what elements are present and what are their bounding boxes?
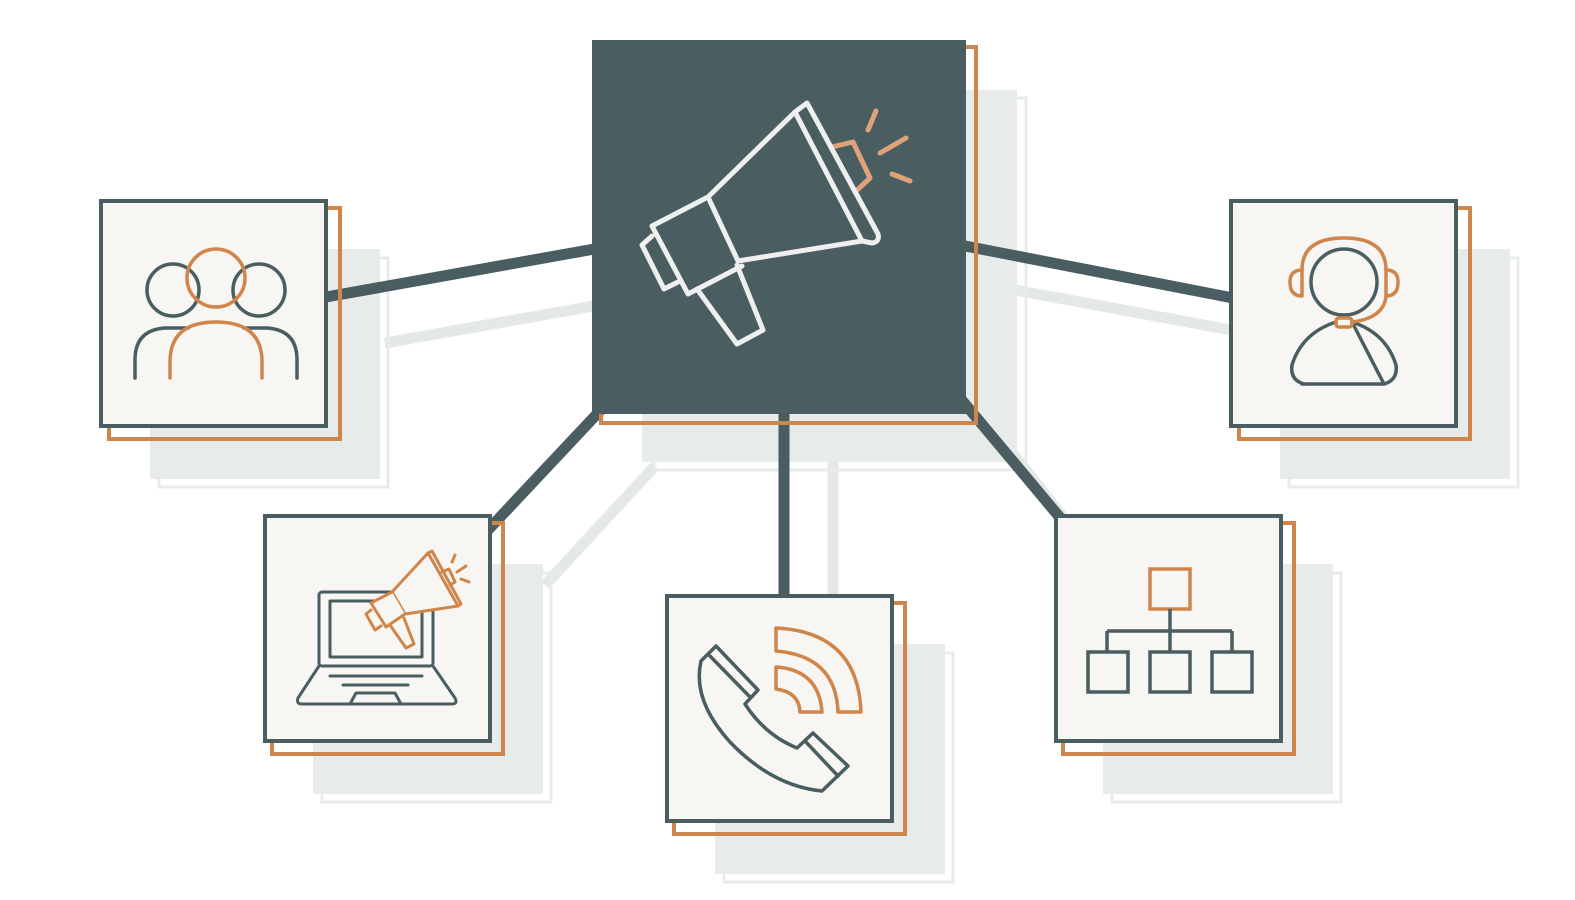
connector-hub-support	[958, 239, 1235, 304]
megaphone-icon	[639, 100, 913, 347]
connectors	[325, 239, 1235, 598]
laptop-megaphone-icon	[296, 549, 471, 706]
node-phone	[665, 594, 907, 836]
connector-hub-organization	[950, 388, 1067, 524]
phone-call-icon	[697, 626, 863, 793]
people-group-icon	[133, 247, 299, 380]
connector-hub-online	[483, 394, 617, 534]
node-organization	[1054, 514, 1296, 756]
connector-hub-audience	[325, 242, 601, 303]
org-chart-icon	[1086, 567, 1254, 694]
node-online	[263, 514, 505, 756]
node-audience	[99, 199, 342, 441]
hub-node	[592, 40, 978, 425]
shadow-connector-online	[540, 462, 660, 589]
headset-agent-icon	[1288, 236, 1400, 386]
node-support	[1229, 199, 1472, 441]
